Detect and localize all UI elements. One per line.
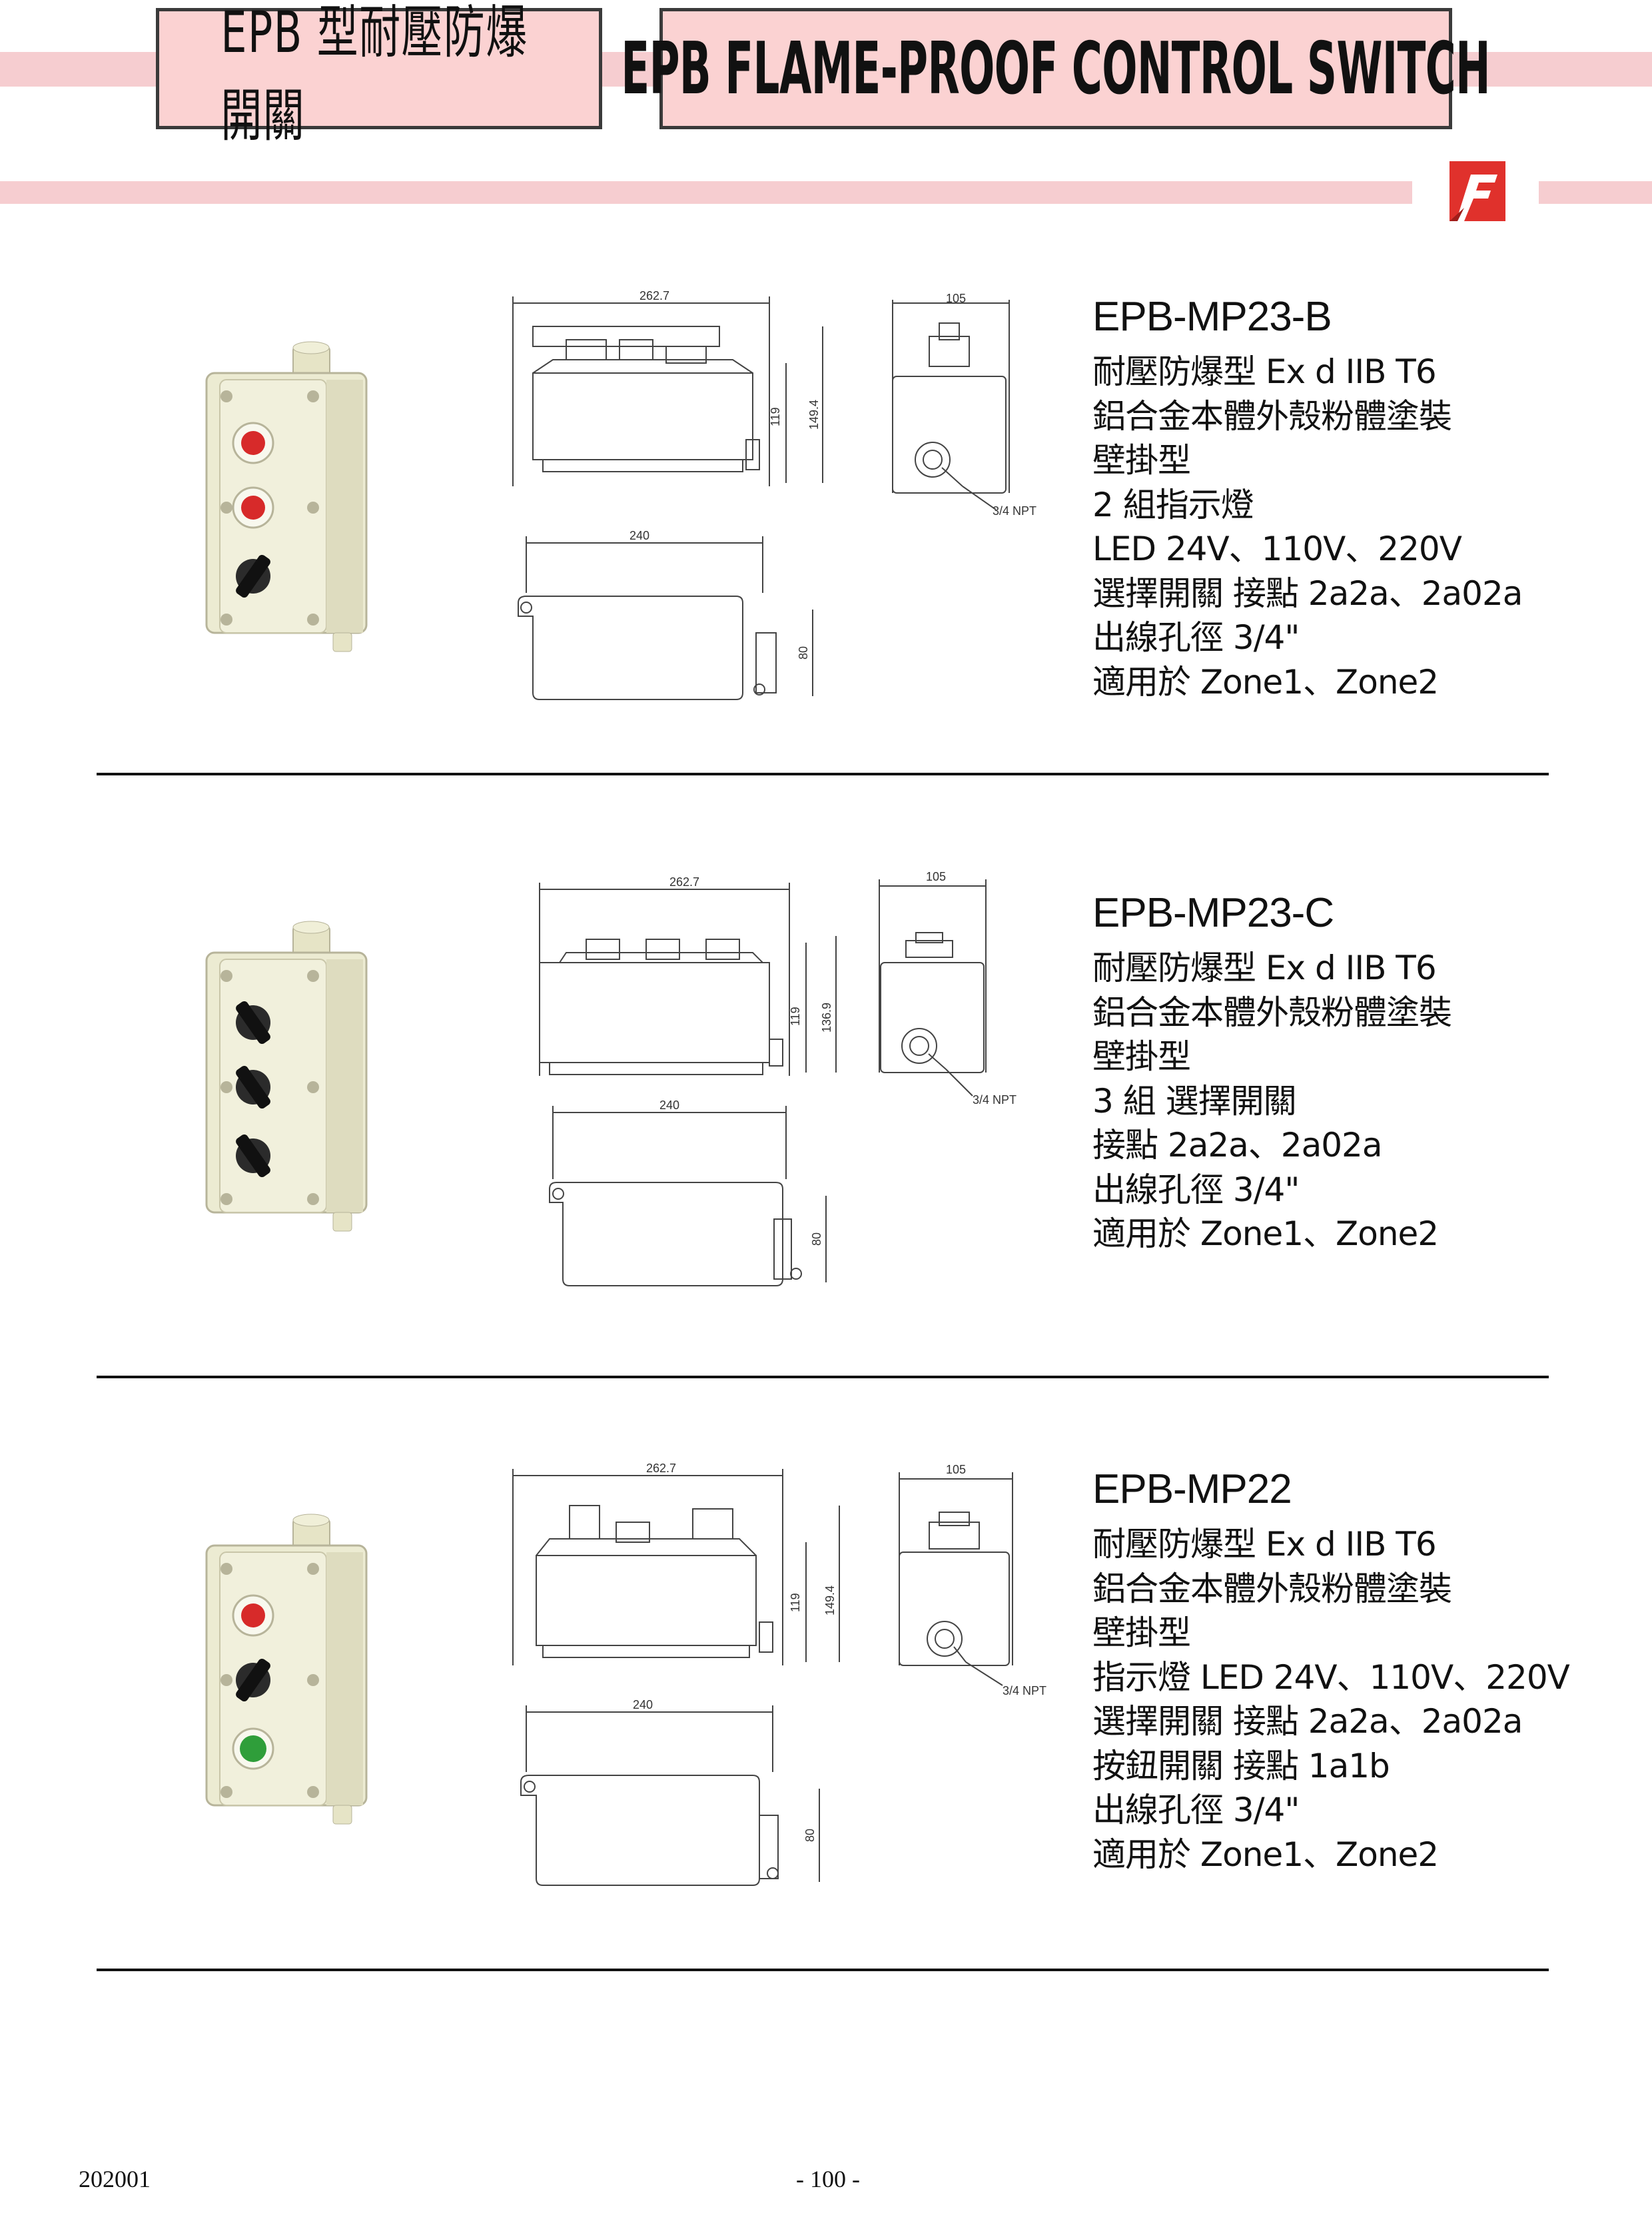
dim-base-length-2: 240	[659, 1099, 679, 1112]
dim-thread-1: 3/4 NPT	[993, 504, 1036, 518]
spec-line: 指示燈 LED 24V、110V、220V	[1092, 1657, 1570, 1697]
title-english: EPB FLAME-PROOF CONTROL SWITCH	[621, 8, 1491, 129]
header-band-left	[0, 52, 156, 87]
header-band-right	[1452, 52, 1652, 87]
dim-depth-1: 105	[946, 293, 966, 305]
spec-line: 適用於 Zone1、Zone2	[1092, 1835, 1439, 1874]
spec-block-2: EPB-MP23-C 耐壓防爆型 Ex d IIB T6 鋁合金本體外殼粉體塗裝…	[1092, 889, 1452, 1256]
spec-line: LED 24V、110V、220V	[1092, 530, 1462, 568]
spec-line: 壁掛型	[1092, 1613, 1191, 1652]
spec-line: 鋁合金本體外殼粉體塗裝	[1092, 1569, 1452, 1608]
spec-line: 選擇開關 接點 2a2a、2a02a	[1092, 1702, 1523, 1741]
spec-line: 適用於 Zone1、Zone2	[1092, 662, 1439, 701]
dim-height-body-3: 119	[789, 1593, 802, 1612]
model-name-1: EPB-MP23-B	[1092, 294, 1332, 340]
spec-block-3: EPB-MP22 耐壓防爆型 Ex d IIB T6 鋁合金本體外殼粉體塗裝 壁…	[1092, 1466, 1570, 1877]
dim-depth-3: 105	[946, 1463, 966, 1476]
sub-band-left	[0, 181, 1412, 204]
dim-base-height-2: 80	[810, 1232, 823, 1246]
product-photo-3	[205, 1514, 368, 1825]
spec-line: 選擇開關 接點 2a2a、2a02a	[1092, 574, 1523, 613]
spec-line: 接點 2a2a、2a02a	[1092, 1126, 1383, 1164]
brand-logo-icon	[1449, 161, 1505, 221]
spec-line: 壁掛型	[1092, 441, 1191, 480]
spec-line: 出線孔徑 3/4"	[1092, 1791, 1300, 1829]
product-photo-2	[205, 921, 368, 1232]
dim-depth-2: 105	[926, 870, 946, 883]
footer-code: 202001	[79, 2166, 151, 2192]
dim-height-total-1: 149.4	[807, 400, 821, 430]
dim-thread-2: 3/4 NPT	[973, 1093, 1017, 1107]
model-name-2: EPB-MP23-C	[1092, 890, 1334, 936]
spec-line: 出線孔徑 3/4"	[1092, 618, 1300, 657]
dim-base-height-1: 80	[797, 646, 810, 660]
spec-line: 鋁合金本體外殼粉體塗裝	[1092, 396, 1452, 436]
dimension-drawing-side-1: 105 3/4 NPT	[892, 293, 1036, 518]
dim-base-length-3: 240	[633, 1698, 653, 1711]
section-divider-3	[97, 1969, 1549, 1971]
dim-height-body-2: 119	[789, 1007, 802, 1026]
dimension-drawing-side-3: 105 3/4 NPT	[899, 1463, 1046, 1697]
dim-height-total-3: 149.4	[823, 1585, 837, 1615]
header-band-mid	[602, 52, 659, 87]
section-divider-2	[97, 1376, 1549, 1378]
dim-length-2: 262.7	[669, 875, 699, 889]
model-name-3: EPB-MP22	[1092, 1466, 1292, 1512]
dim-height-body-1: 119	[769, 407, 782, 426]
spec-line: 3 組 選擇開關	[1092, 1081, 1297, 1120]
dim-length-3: 262.7	[646, 1462, 676, 1475]
dimension-drawing-front-1: 262.7 119 149.4	[512, 289, 823, 486]
dimension-drawing-bottom-1: 240 80	[518, 529, 813, 700]
spec-line: 按鈕開關 接點 1a1b	[1092, 1746, 1390, 1785]
spec-block-1: EPB-MP23-B 耐壓防爆型 Ex d IIB T6 鋁合金本體外殼粉體塗裝…	[1092, 293, 1523, 704]
page-number: - 100 -	[796, 2166, 860, 2192]
sub-band-right	[1539, 181, 1652, 204]
spec-line: 耐壓防爆型 Ex d IIB T6	[1092, 1525, 1437, 1564]
spec-line: 耐壓防爆型 Ex d IIB T6	[1092, 949, 1437, 987]
spec-line: 耐壓防爆型 Ex d IIB T6	[1092, 352, 1437, 391]
spec-line: 鋁合金本體外殼粉體塗裝	[1092, 993, 1452, 1032]
dimension-drawing-front-3: 262.7 119 149.4	[512, 1462, 840, 1665]
title-english-text: EPB FLAME-PROOF CONTROL SWITCH	[621, 27, 1491, 111]
title-chinese: EPB 型耐壓防爆開關	[156, 0, 602, 149]
dim-base-height-3: 80	[803, 1829, 817, 1842]
title-chinese-text: EPB 型耐壓防爆開關	[220, 0, 528, 149]
dimension-drawing-bottom-3: 240 80	[520, 1698, 820, 1886]
product-photo-1	[205, 341, 368, 652]
spec-line: 壁掛型	[1092, 1037, 1191, 1076]
section-divider-1	[97, 773, 1549, 775]
dim-base-length-1: 240	[629, 529, 649, 542]
dim-height-total-2: 136.9	[820, 1003, 833, 1033]
dimension-drawing-bottom-2: 240 80	[549, 1099, 827, 1286]
spec-line: 2 組指示燈	[1092, 485, 1254, 524]
dim-thread-3: 3/4 NPT	[1003, 1684, 1046, 1697]
dim-length-1: 262.7	[639, 289, 669, 302]
spec-line: 適用於 Zone1、Zone2	[1092, 1214, 1439, 1253]
spec-line: 出線孔徑 3/4"	[1092, 1170, 1300, 1209]
dimension-drawing-side-2: 105 3/4 NPT	[879, 870, 1017, 1107]
dimension-drawing-front-2: 262.7 119 136.9	[539, 875, 837, 1076]
